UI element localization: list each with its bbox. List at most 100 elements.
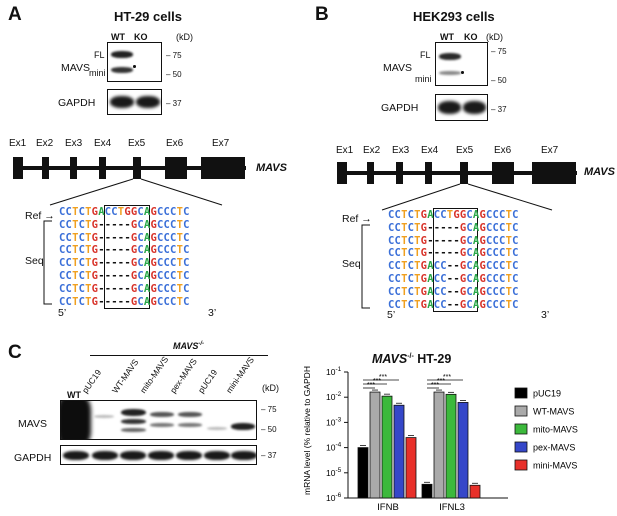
panel-a-mavs-label: MAVS [61, 62, 90, 74]
panel-b-seq-row: CCTCTGACC--GCAGCCCTC [388, 298, 519, 311]
panel-b-edit-box [433, 208, 478, 312]
panel-a-seq-bracket [43, 220, 52, 305]
panel-a-mw-37: – 37 [166, 99, 182, 108]
panel-a-seq-row: CCTCTG-----GCAGCCCTC [59, 231, 190, 244]
panel-b-lane-wt: WT [440, 32, 454, 42]
significance-label: *** [431, 382, 439, 389]
panel-a-seq-row: CCTCTG-----GCAGCCCTC [59, 282, 190, 295]
panel-b-letter: B [315, 4, 329, 25]
panel-a-gene-label: MAVS [256, 162, 287, 174]
panel-b-ex3: Ex3 [392, 145, 410, 156]
legend-label-mini-mavs: mini-MAVS [533, 461, 577, 471]
y-tick-label: 10-6 [326, 492, 342, 503]
panel-a-ex2: Ex2 [36, 138, 54, 149]
panel-b-mw-37: – 37 [491, 105, 507, 114]
panel-b-ref-label: Ref → [342, 213, 372, 225]
panel-a-mavs-blot [107, 42, 162, 82]
panel-a-seq-row: CCTCTG-----GCAGCCCTC [59, 257, 190, 270]
panel-a-mw-50: – 50 [166, 70, 182, 79]
panel-c-lane-wt-mavs: WT-MAVS [109, 357, 141, 395]
bar-puc19-ifnb [357, 447, 369, 499]
panel-b-mini-label: mini [415, 74, 432, 84]
panel-a-ex3: Ex3 [65, 138, 83, 149]
panel-c-gapdh-label: GAPDH [14, 452, 52, 464]
panel-c-group-label: MAVS-/- [173, 341, 205, 351]
panel-c-letter: C [8, 342, 22, 363]
panel-a-seq-row: CCTCTG-----GCAGCCCTC [59, 244, 190, 257]
legend-label-puc19: pUC19 [533, 389, 561, 399]
panel-a-mw-75: – 75 [166, 51, 182, 60]
legend-swatch-pex-mavs [514, 441, 528, 453]
panel-a-five-prime: 5’ [58, 307, 67, 319]
panel-a-ex1: Ex1 [9, 138, 27, 149]
panel-a-edit-box [104, 205, 150, 309]
panel-b-fl-label: FL [420, 50, 431, 60]
panel-c-mw-75: – 75 [261, 405, 277, 414]
panel-a-ref-label: Ref → [25, 210, 55, 222]
panel-b-seq-bracket [361, 224, 370, 309]
panel-a-lane-wt: WT [111, 32, 125, 42]
bar-mito-mavs-ifnl3 [445, 393, 457, 499]
panel-c-unit: (kD) [262, 383, 279, 393]
panel-b-title: HEK293 cells [413, 9, 495, 24]
panel-a-ex6: Ex6 [166, 138, 184, 149]
panel-b-three-prime: 3’ [541, 309, 550, 321]
panel-b-mw-50: – 50 [491, 76, 507, 85]
panel-a-seq-row: CCTCTG-----GCAGCCCTC [59, 218, 190, 231]
y-tick-label: 10-4 [326, 442, 342, 453]
y-tick-label: 10-5 [326, 467, 342, 478]
panel-a-seq-row: CCTCTG-----GCAGCCCTC [59, 295, 190, 308]
bar-pex-mavs-ifnb [393, 404, 405, 499]
panel-b-ex6: Ex6 [494, 145, 512, 156]
panel-a-seq-label: Seq [25, 255, 44, 267]
significance-label: *** [367, 382, 375, 389]
panel-c-group-line [90, 355, 268, 356]
significance-label: *** [373, 378, 381, 385]
panel-b-seq-label: Seq [342, 258, 361, 270]
panel-b-unit: (kD) [486, 32, 503, 42]
panel-b-seq-row: CCTCTG-----GCAGCCCTC [388, 247, 519, 260]
legend-label-mito-mavs: mito-MAVS [533, 425, 578, 435]
panel-b-ex2: Ex2 [363, 145, 381, 156]
panel-a-three-prime: 3’ [208, 307, 217, 319]
bar-pex-mavs-ifnl3 [457, 402, 469, 499]
legend-swatch-puc19 [514, 387, 528, 399]
y-axis-label: mRNA level (% relative to GAPDH) [302, 366, 312, 495]
x-tick-label-ifnl3: IFNL3 [439, 502, 465, 513]
mrna-bar-chart: mRNA level (% relative to GAPDH) 10-1 10-2… [302, 366, 578, 513]
panel-c-lane-mito-mavs: mito-MAVS [137, 354, 171, 395]
panel-b-seq-row: CCTCTGACC--GCAGCCCTC [388, 260, 519, 273]
panel-b-gene-diagram [337, 162, 577, 211]
panel-a-title: HT-29 cells [114, 9, 182, 24]
panel-b-ex4: Ex4 [421, 145, 439, 156]
panel-a-ex4: Ex4 [94, 138, 112, 149]
panel-a-gapdh-blot [107, 89, 162, 115]
x-tick-label-ifnb: IFNB [377, 502, 399, 513]
panel-c-lane-wt: WT [67, 390, 81, 400]
panel-b-gapdh-blot [435, 94, 488, 121]
panel-a-gene-diagram [13, 157, 246, 206]
y-tick-label: 10-1 [326, 366, 342, 377]
panel-b-mw-75: – 75 [491, 47, 507, 56]
panel-c-lane-mini-mavs: mini-MAVS [223, 354, 257, 395]
panel-b-seq-row: CCTCTGACCTGGCAGCCCTC [388, 209, 519, 221]
bar-wt-mavs-ifnl3 [433, 391, 445, 499]
panel-a-ex7: Ex7 [212, 138, 230, 149]
y-tick-label: 10-2 [326, 391, 342, 402]
panel-c-lane-puc19-a: pUC19 [79, 367, 104, 395]
chart-title: MAVS-/- HT-29 [372, 352, 452, 366]
significance-label: *** [379, 374, 387, 381]
significance-label: *** [437, 378, 445, 385]
significance-label: *** [443, 374, 451, 381]
panel-b-gapdh-label: GAPDH [381, 102, 419, 114]
panel-a-ex5: Ex5 [128, 138, 146, 149]
panel-b-ex1: Ex1 [336, 145, 354, 156]
panel-b-mavs-blot [435, 42, 488, 86]
panel-b-seq-row: CCTCTG-----GCAGCCCTC [388, 234, 519, 247]
panel-c-mw-37: – 37 [261, 451, 277, 460]
panel-a-seq-row: CCTCTG-----GCAGCCCTC [59, 270, 190, 282]
bar-mini-mavs-ifnb [405, 437, 417, 499]
panel-b-mavs-label: MAVS [383, 62, 412, 74]
bar-mini-mavs-ifnl3 [469, 484, 481, 499]
panel-a-fl-label: FL [94, 50, 105, 60]
